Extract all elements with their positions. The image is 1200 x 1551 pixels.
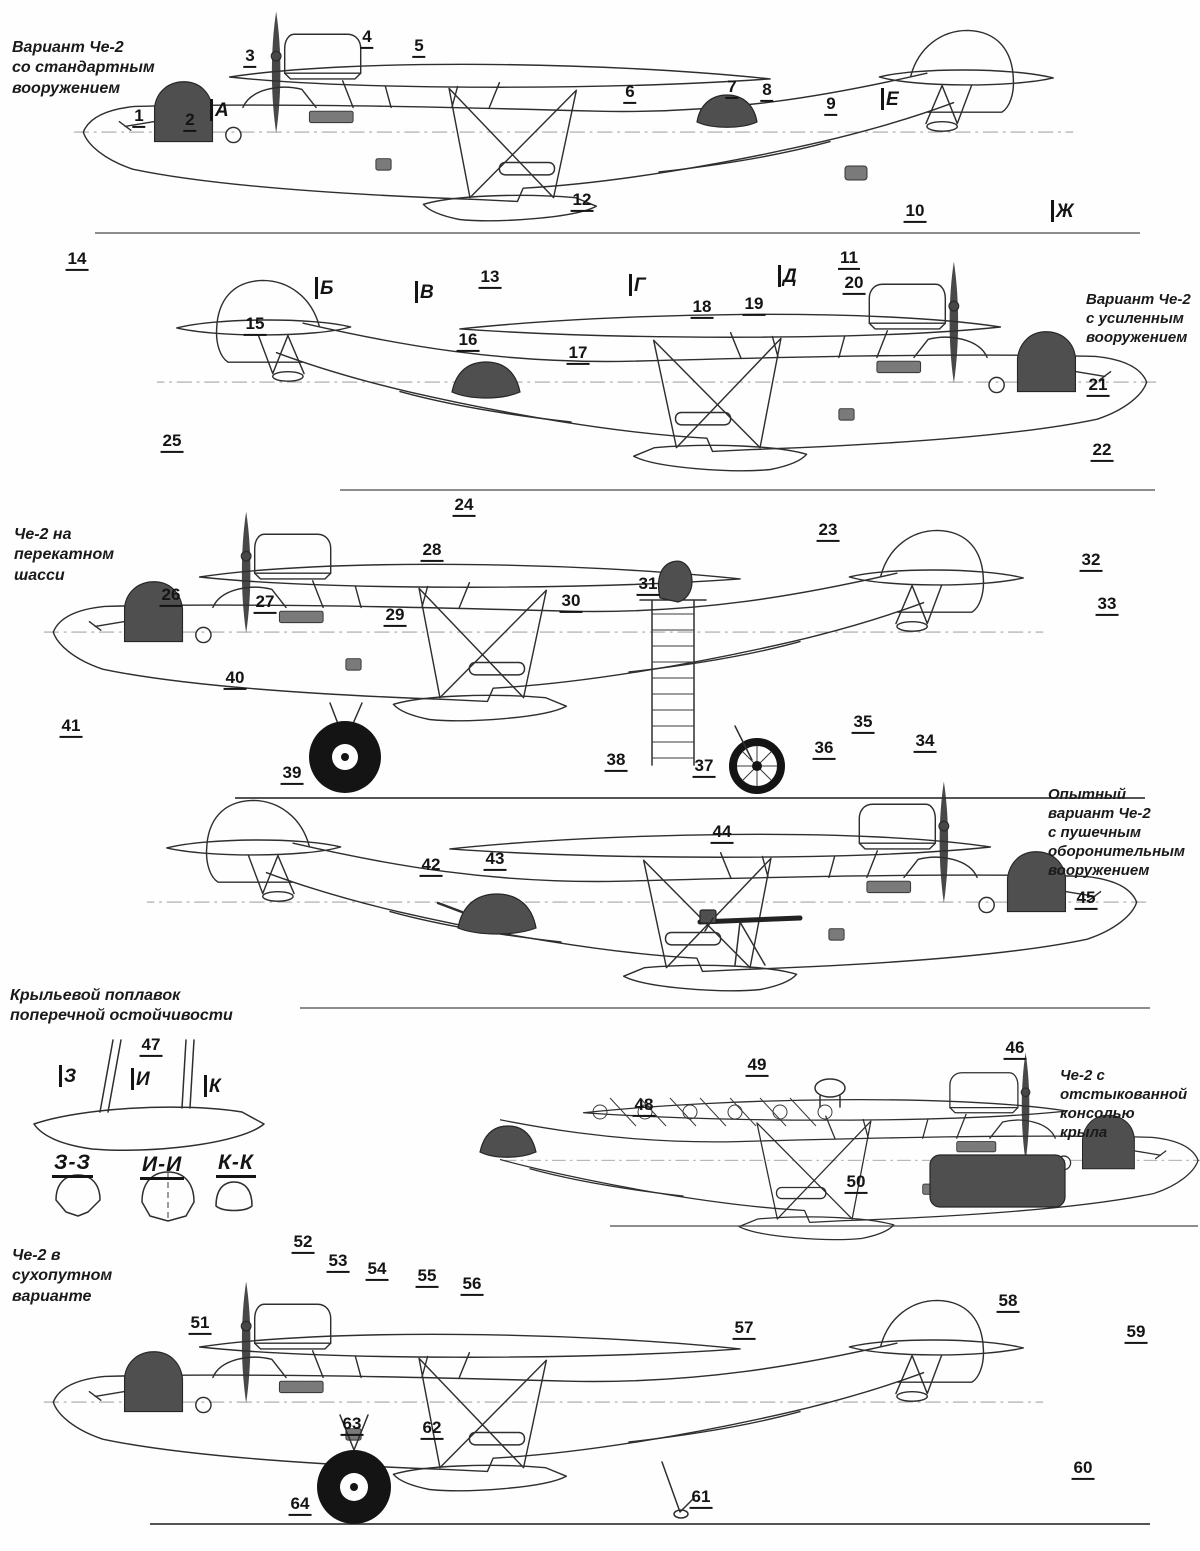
- side-view-standard: [73, 10, 1074, 222]
- water-ground-lines: [95, 232, 1198, 1525]
- wing-float-detail: [33, 1039, 265, 1222]
- side-view-land: [43, 1280, 1044, 1524]
- side-view-cannon: [146, 780, 1147, 992]
- side-view-detached-console: [479, 1051, 1200, 1241]
- side-view-reinforced: [156, 260, 1157, 472]
- side-view-beaching-gear: [43, 510, 1044, 794]
